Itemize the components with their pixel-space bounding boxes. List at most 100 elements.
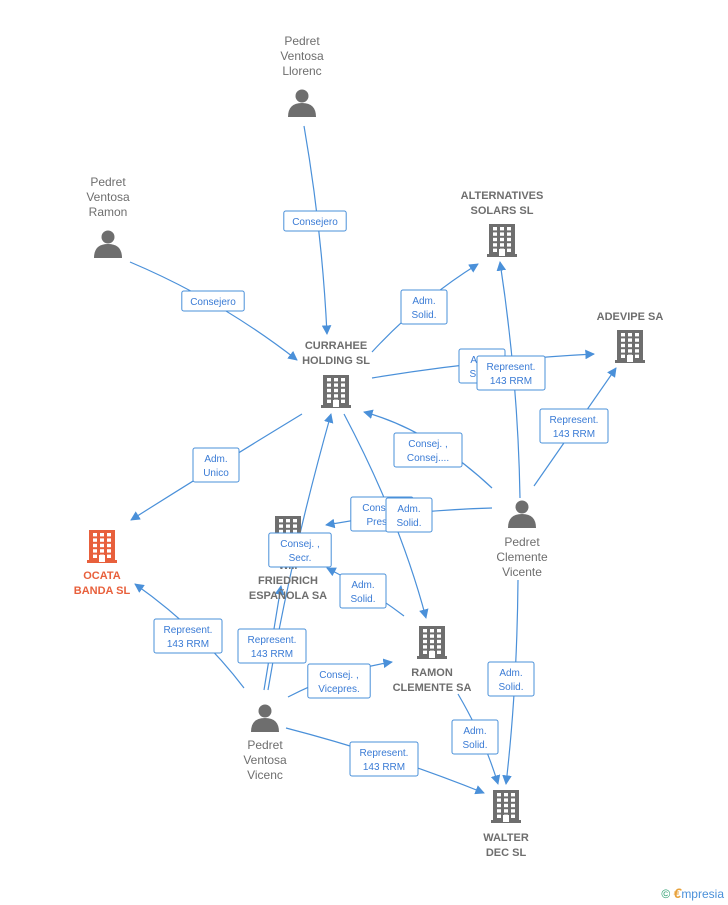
edge-label-text: Solid.: [350, 594, 375, 605]
edge-label-box: [339, 573, 387, 609]
edge-label[interactable]: Adm. Solid.: [400, 289, 448, 325]
node-alternatives[interactable]: ALTERNATIVES SOLARS SL: [461, 190, 544, 257]
edge-label-text: Adm.: [412, 296, 435, 307]
node-label: SOLARS SL: [471, 205, 534, 217]
edge-label[interactable]: Consej. ,Secr.: [268, 532, 332, 568]
node-label: Ventosa: [86, 190, 130, 204]
brand-logo-letter: €: [673, 885, 682, 901]
edge-label-text: Adm.: [351, 580, 374, 591]
edge-label-text: Represent.: [487, 362, 536, 373]
node-label: Llorenc: [282, 64, 321, 78]
edge-label-box: [283, 210, 347, 232]
node-label: DEC SL: [486, 847, 527, 859]
edge-label-text: Represent.: [164, 625, 213, 636]
edge-label-box: [539, 408, 609, 444]
edge-label-text: Consej. ,: [362, 503, 401, 514]
edge-label[interactable]: Represent. 143 RRM: [153, 618, 223, 654]
edge-label[interactable]: Adm. Unico: [192, 447, 240, 483]
edge-label-text: Solid.: [462, 740, 487, 751]
building-icon: [321, 375, 351, 408]
empresia-brand[interactable]: © €mpresia: [661, 885, 724, 901]
node-label: BANDA SL: [74, 585, 131, 597]
node-label: Vicente: [502, 565, 542, 579]
edge-label-box: [181, 290, 245, 312]
person-icon: [94, 230, 122, 258]
edge-label-text: Adm.: [397, 504, 420, 515]
edge-label-box: [487, 661, 535, 697]
node-adevipe[interactable]: ADEVIPE SA: [597, 311, 664, 363]
edge-label-text: Presid.: [366, 517, 397, 528]
edge-label-text: Represent.: [550, 415, 599, 426]
building-icon: [615, 330, 645, 363]
person-icon: [508, 500, 536, 528]
edge-label[interactable]: Consej. ,Vicepres.: [307, 663, 371, 699]
edge-label-text: Solid.: [498, 682, 523, 693]
node-label: CLEMENTE SA: [393, 682, 472, 694]
edge-label[interactable]: Consejero: [283, 210, 347, 232]
node-label: FRIEDRICH: [258, 575, 318, 587]
edge-label-text: Represent.: [248, 635, 297, 646]
edge-label-text: Secr.: [289, 553, 312, 564]
edge-label-text: Adm.: [499, 668, 522, 679]
edge-label-text: Consejero: [190, 297, 236, 308]
edge-label-text: 143 RRM: [251, 649, 293, 660]
building-icon: [487, 224, 517, 257]
edge-label-text: 143 RRM: [553, 429, 595, 440]
edge-label-text: Adm.: [204, 454, 227, 465]
edge-label-text: Consejero: [292, 217, 338, 228]
node-ramonclemente[interactable]: RAMON CLEMENTE SA: [393, 626, 472, 694]
edge-label-text: Consej. ,: [319, 670, 358, 681]
node-label: Clemente: [496, 550, 548, 564]
edge-label-text: Consej. ,: [408, 439, 447, 450]
edge-label[interactable]: Represent. 143 RRM: [539, 408, 609, 444]
edge-label-box: [153, 618, 223, 654]
edge-label-text: Unico: [203, 468, 229, 479]
edge-label[interactable]: Consejero: [181, 290, 245, 312]
node-label: CURRAHEE: [305, 340, 367, 352]
edge-label[interactable]: Adm.Solid.: [385, 497, 433, 533]
edge-label-text: 143 RRM: [167, 639, 209, 650]
node-label: Pedret: [247, 738, 283, 752]
edge-label-box: [451, 719, 499, 755]
node-label: ALTERNATIVES: [461, 190, 544, 202]
building-icon: [417, 626, 447, 659]
edge-label[interactable]: Represent. 143 RRM: [237, 628, 307, 664]
edge-label-box: [476, 355, 546, 391]
node-label: Ramon: [89, 205, 128, 219]
edge-label[interactable]: Adm. Solid.: [487, 661, 535, 697]
edge-labels-layer: ConsejeroConsejeroAdm.Solid.Adm.Solid.Re…: [153, 210, 609, 777]
node-label: ESPAÑOLA SA: [249, 589, 327, 602]
node-label: Ventosa: [280, 49, 324, 63]
edge-label-text: Represent.: [360, 748, 409, 759]
edge-label[interactable]: Adm. Solid.: [339, 573, 387, 609]
edge-label-text: Solid.: [411, 310, 436, 321]
edge-label-box: [237, 628, 307, 664]
node-label: HOLDING SL: [302, 355, 370, 367]
edge-label-box: [349, 741, 419, 777]
edge-label-text: 143 RRM: [363, 762, 405, 773]
node-label: Pedret: [284, 34, 320, 48]
nodes-layer: PedretVentosaLlorencPedretVentosaRamonAL…: [74, 34, 664, 859]
person-icon: [288, 89, 316, 117]
node-label: Pedret: [504, 535, 540, 549]
edge-label[interactable]: Represent. 143 RRM: [349, 741, 419, 777]
edge-label[interactable]: Consej. , Consej....: [393, 432, 463, 468]
building-icon: [491, 790, 521, 823]
edge-label-text: Consej....: [407, 453, 449, 464]
edge-label[interactable]: Adm.Solid.: [451, 719, 499, 755]
copyright-icon: ©: [661, 887, 671, 901]
edge-label-box: [268, 532, 332, 568]
edge-label-box: [393, 432, 463, 468]
person-icon: [251, 704, 279, 732]
node-label: RAMON: [411, 667, 453, 679]
edge-label[interactable]: Represent.143 RRM: [476, 355, 546, 391]
brand-name: mpresia: [681, 887, 724, 901]
node-currahee[interactable]: CURRAHEE HOLDING SL: [302, 340, 370, 408]
